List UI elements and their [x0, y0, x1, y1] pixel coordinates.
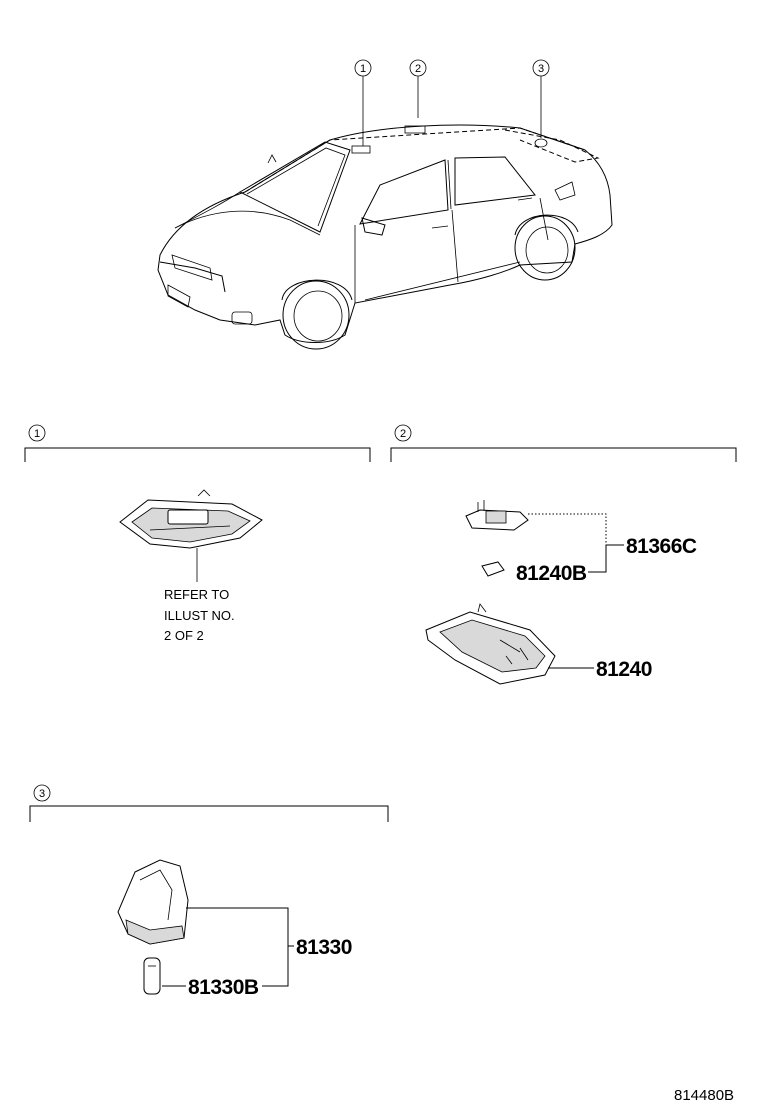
refer-note-line-3: 2 OF 2 — [164, 628, 204, 643]
map-lamp-assembly — [119, 489, 263, 549]
section-3-callout: 3 — [39, 788, 45, 800]
car-callout-1: 1 — [354, 59, 372, 146]
refer-note-line-1: REFER TO — [164, 587, 229, 602]
lamp-part-81330 — [117, 859, 189, 945]
lamp-housing-81240 — [425, 603, 556, 685]
car-callout-2: 2 — [409, 59, 427, 118]
bulb-part-81330b — [143, 957, 161, 995]
refer-note-line-2: ILLUST NO. — [164, 608, 235, 623]
car-callout-3-label: 3 — [538, 63, 544, 75]
socket-part — [465, 500, 529, 531]
section-1: 1 REFER TO ILLUST NO. 2 OF 2 — [24, 424, 371, 643]
part-number-81240b: 81240B — [516, 562, 587, 585]
bulb-part-81240b — [481, 561, 505, 577]
car-illustration — [157, 124, 613, 350]
illustration-id: 814480B — [674, 1087, 734, 1104]
part-number-81240: 81240 — [596, 658, 652, 681]
car-callout-3: 3 — [532, 59, 550, 138]
section-2: 2 81366C 81240B 81240 — [390, 424, 737, 685]
part-number-81330b: 81330B — [188, 976, 259, 999]
car-callout-1-label: 1 — [360, 63, 366, 75]
car-callout-2-label: 2 — [415, 63, 421, 75]
section-1-callout: 1 — [34, 428, 40, 440]
part-number-81330: 81330 — [296, 936, 352, 959]
section-2-callout: 2 — [400, 428, 406, 440]
part-number-81366c: 81366C — [626, 535, 697, 558]
section-3: 3 81330 81330B — [29, 784, 389, 999]
